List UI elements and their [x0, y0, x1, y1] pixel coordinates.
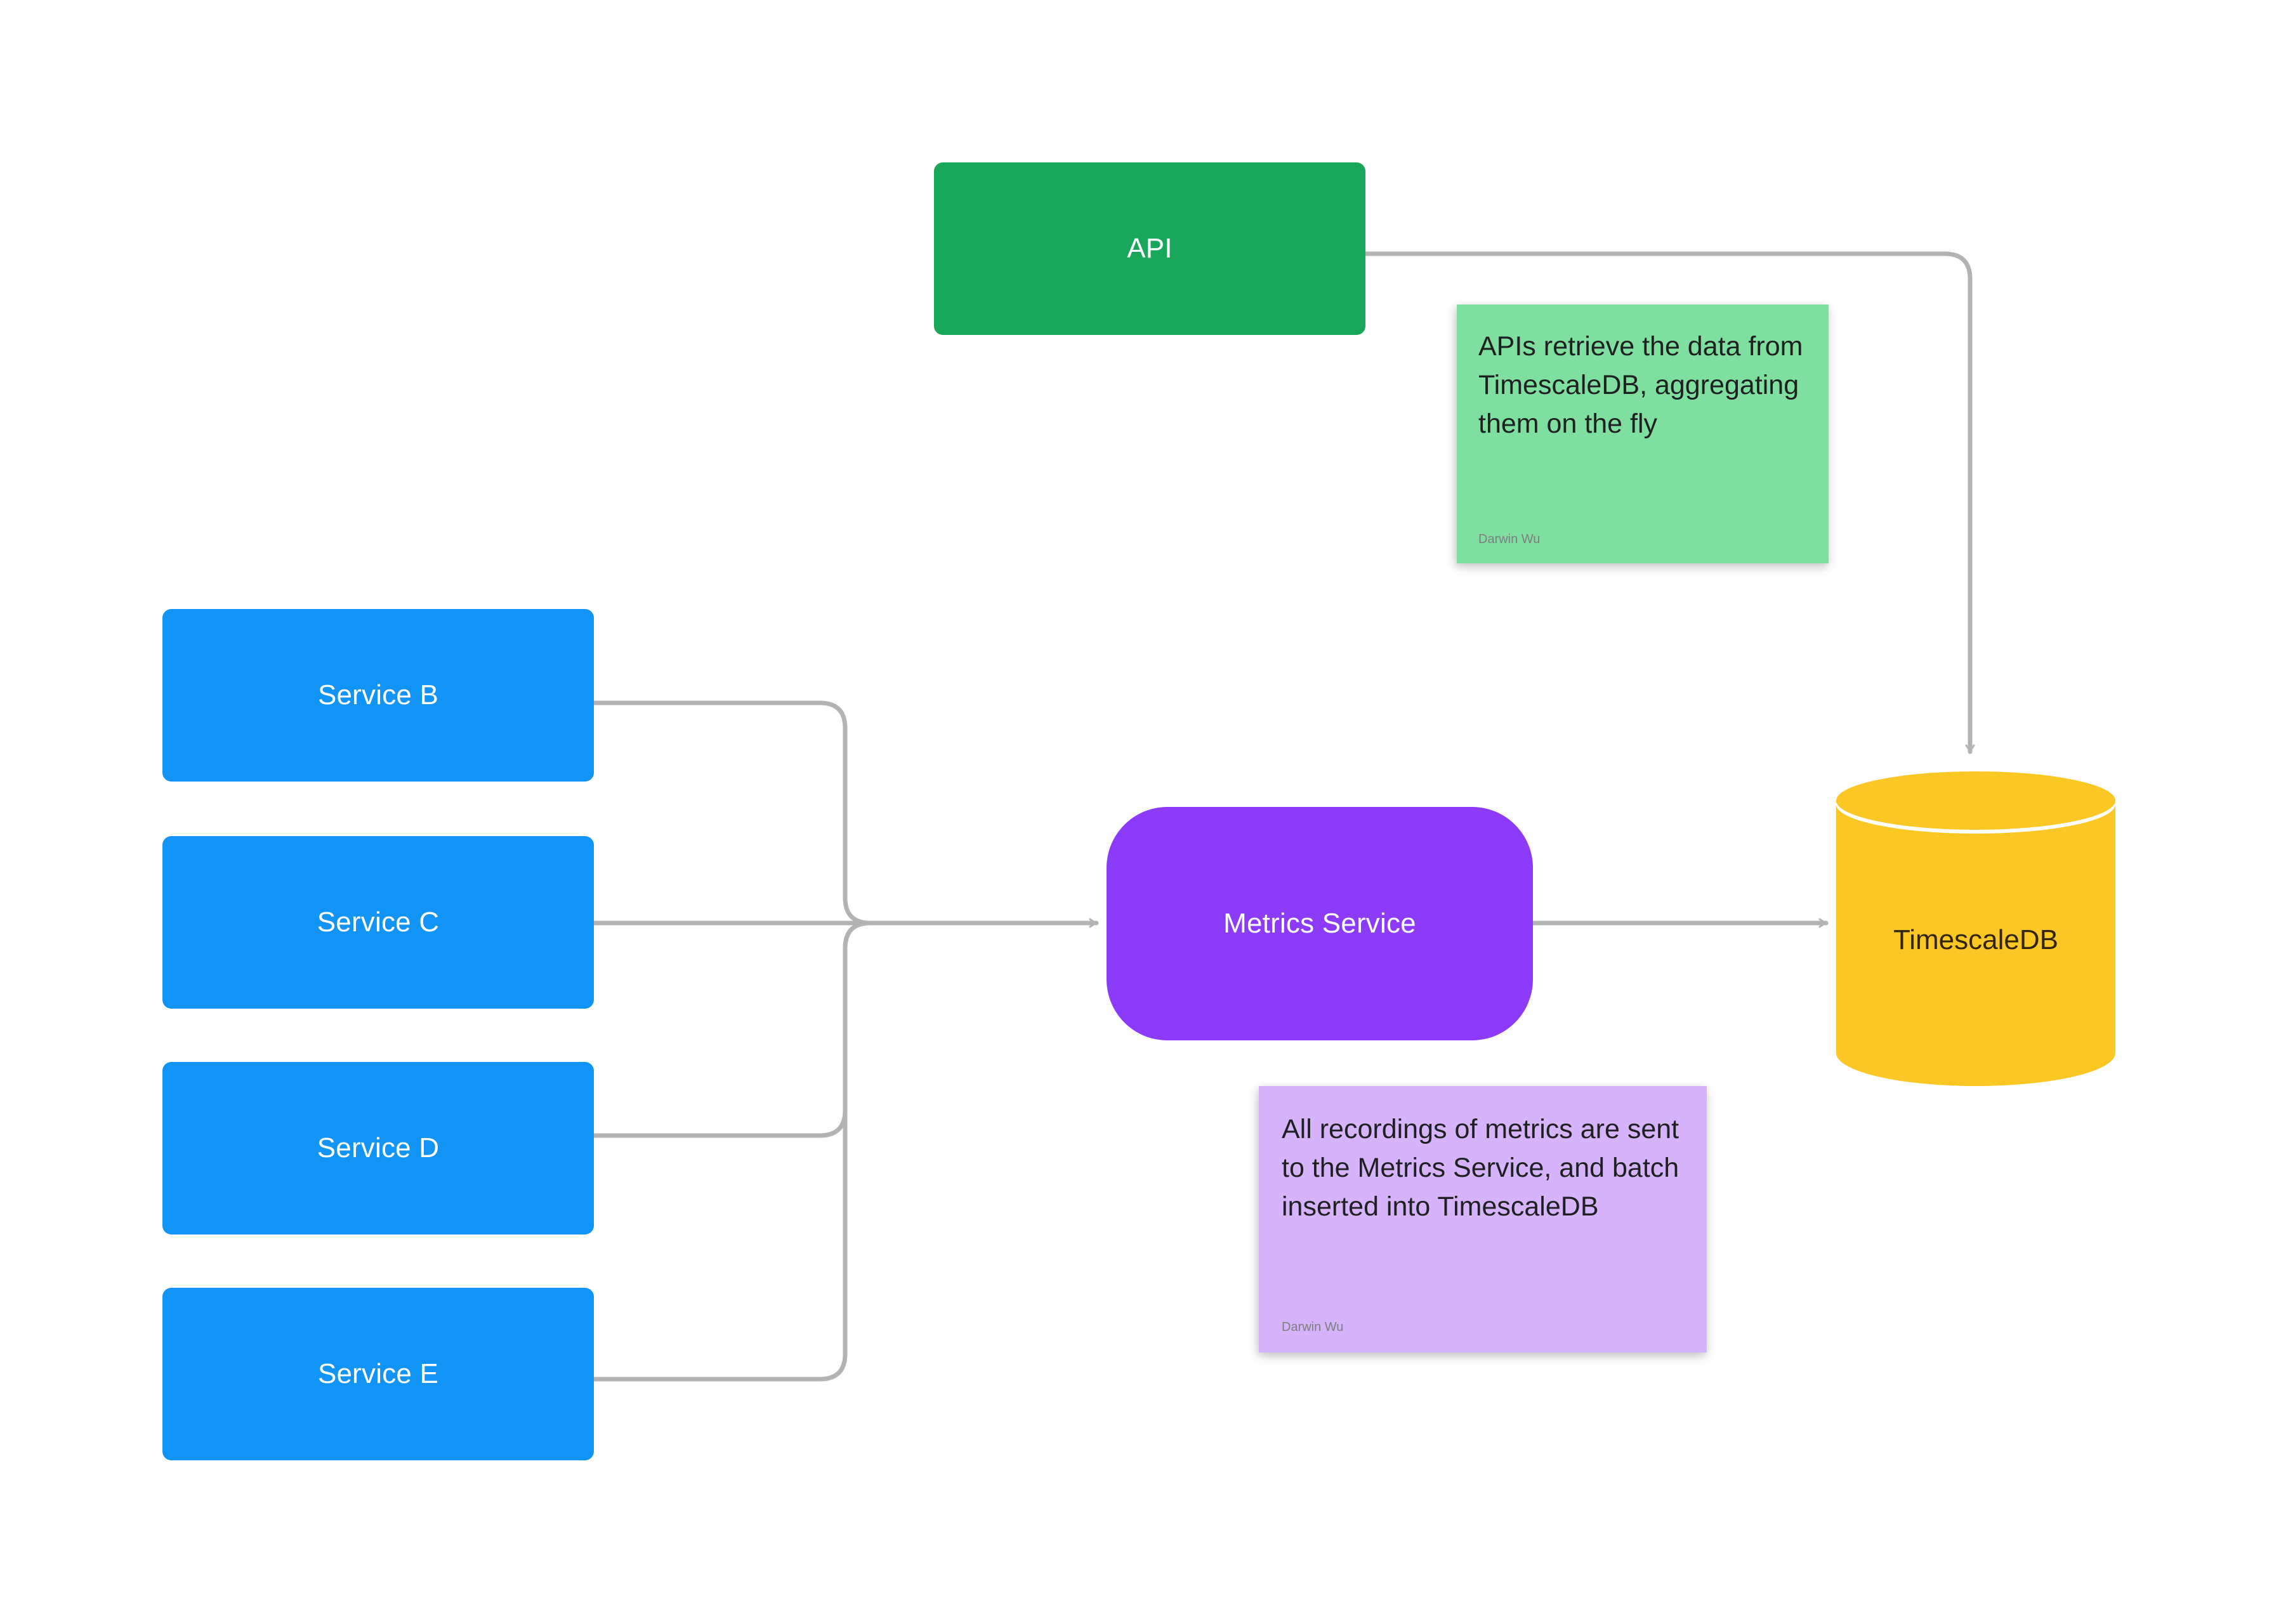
node-service-d[interactable]: Service D: [162, 1062, 594, 1234]
sticky-note-green-author: Darwin Wu: [1478, 532, 1541, 546]
edge-service-d-to-metrics: [591, 920, 873, 1138]
edge-service-b-to-metrics: [591, 700, 873, 926]
node-metrics-service-label: Metrics Service: [1223, 907, 1416, 939]
sticky-note-purple-author: Darwin Wu: [1282, 1320, 1344, 1334]
cylinder-top-ellipse: [1836, 771, 2115, 830]
node-timescaledb[interactable]: TimescaleDB: [1836, 771, 2115, 1086]
node-timescaledb-label: TimescaleDB: [1893, 924, 2058, 955]
sticky-note-purple-text: All recordings of metrics are sent to th…: [1282, 1114, 1679, 1222]
cylinder-body: [1836, 801, 2115, 1086]
node-api-label: API: [1127, 232, 1173, 264]
node-service-e-label: Service E: [317, 1358, 439, 1389]
node-service-d-label: Service D: [317, 1132, 440, 1163]
sticky-note-purple[interactable]: All recordings of metrics are sent to th…: [1259, 1086, 1707, 1352]
node-service-b-label: Service B: [317, 679, 439, 710]
node-service-c[interactable]: Service C: [162, 836, 594, 1009]
node-service-c-label: Service C: [317, 906, 440, 938]
edge-service-e-to-metrics: [591, 920, 873, 1382]
node-service-b[interactable]: Service B: [162, 609, 594, 782]
sticky-note-green-text: APIs retrieve the data from TimescaleDB,…: [1478, 331, 1803, 440]
node-service-e[interactable]: Service E: [162, 1288, 594, 1460]
node-metrics-service[interactable]: Metrics Service: [1107, 807, 1533, 1040]
node-api[interactable]: API: [934, 162, 1365, 335]
sticky-note-green[interactable]: APIs retrieve the data from TimescaleDB,…: [1457, 304, 1829, 563]
